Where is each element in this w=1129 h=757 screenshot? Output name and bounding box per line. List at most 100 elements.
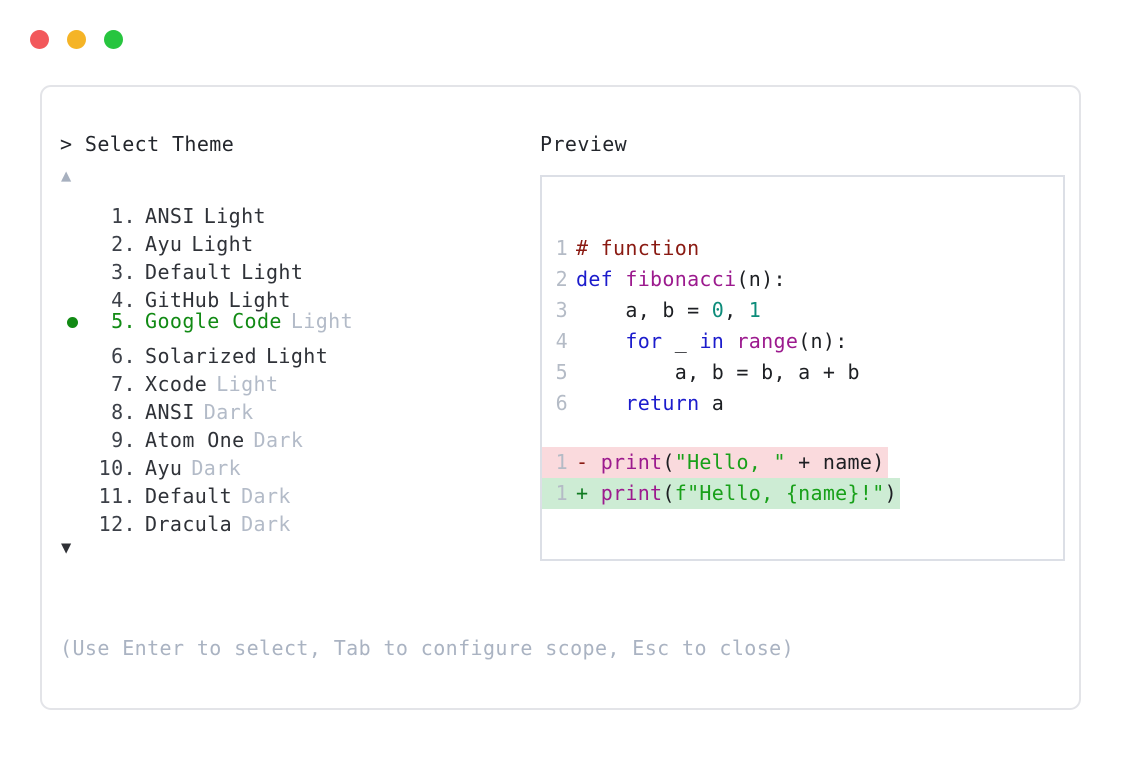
theme-item-index: 7. <box>111 372 136 396</box>
theme-item-name: Default <box>145 260 233 284</box>
code-line: 5 a, b = b, a + b <box>542 357 1063 388</box>
theme-item-name: Ayu <box>145 456 183 480</box>
theme-item-name: Atom One <box>145 428 245 452</box>
code-token: a <box>699 391 725 415</box>
bullet-placeholder <box>60 419 90 447</box>
code-line-text: # function <box>576 233 699 264</box>
theme-item-variant: Dark <box>203 400 254 424</box>
code-token <box>576 391 625 415</box>
theme-item-index: 1. <box>111 204 136 228</box>
theme-item-index: 11. <box>98 484 136 508</box>
theme-item-variant: Dark <box>241 484 291 508</box>
code-token: (n): <box>736 267 786 291</box>
bullet-placeholder <box>60 363 90 391</box>
code-token: return <box>625 391 700 415</box>
bullet-placeholder <box>60 223 90 251</box>
diff-removed-line: 1 - print("Hello, " + name) <box>542 447 888 478</box>
code-line-text: def fibonacci(n): <box>576 264 786 295</box>
minimize-window-dot[interactable] <box>67 30 86 49</box>
bullet-placeholder <box>60 391 90 419</box>
theme-item-name: Solarized <box>145 344 257 368</box>
theme-item-name: Ayu <box>145 232 183 256</box>
preview-label: Preview <box>540 132 628 156</box>
theme-item-name: Google Code <box>145 309 282 333</box>
theme-item-name: Dracula <box>145 512 233 536</box>
code-token: ) <box>884 481 897 505</box>
line-number: 1 <box>555 481 568 505</box>
code-token: fibonacci <box>625 267 737 291</box>
theme-item-variant: Light <box>216 372 279 396</box>
theme-list-item[interactable]: 10. Ayu Dark <box>60 447 530 480</box>
selected-dot-icon <box>67 317 78 328</box>
theme-item-index: 5. <box>111 309 136 333</box>
code-token: # function <box>576 236 700 260</box>
code-token: print <box>600 450 663 474</box>
code-line: 1# function <box>542 233 1063 264</box>
code-line: 4 for _ in range(n): <box>542 326 1063 357</box>
theme-item-index: 10. <box>98 456 136 480</box>
code-line-text: a, b = 0, 1 <box>576 295 761 326</box>
code-line: 3 a, b = 0, 1 <box>542 295 1063 326</box>
line-number: 5 <box>555 360 568 384</box>
code-token: ( <box>662 481 675 505</box>
bullet-placeholder <box>60 195 90 223</box>
theme-item-index: 3. <box>111 260 136 284</box>
code-token <box>724 329 736 353</box>
code-token: - <box>576 450 601 474</box>
theme-item-variant: Light <box>265 344 329 368</box>
scroll-down-arrow-icon[interactable]: ▼ <box>61 538 72 558</box>
bullet-placeholder <box>60 447 90 475</box>
diff-added-line: 1 + print(f"Hello, {name}!") <box>542 478 900 509</box>
close-window-dot[interactable] <box>30 30 49 49</box>
code-token: print <box>600 481 663 505</box>
code-token: ( <box>662 450 675 474</box>
line-number: 1 <box>555 450 568 474</box>
bullet-placeholder <box>60 279 90 307</box>
theme-list-item[interactable]: 11. Default Dark <box>60 475 530 508</box>
theme-list-item[interactable]: 3. Default Light <box>60 251 530 284</box>
bullet-placeholder <box>60 475 90 503</box>
select-theme-prompt: > Select Theme <box>60 132 235 156</box>
code-token: def <box>576 267 626 291</box>
theme-list-item[interactable]: 9. Atom One Dark <box>60 419 530 452</box>
selected-bullet-icon <box>60 309 90 337</box>
code-token: a, b = b, a + b <box>576 360 860 384</box>
theme-item-name: Default <box>145 484 233 508</box>
code-line-text: - print("Hello, " + name) <box>576 447 888 478</box>
code-line-text: a, b = b, a + b <box>576 357 860 388</box>
maximize-window-dot[interactable] <box>104 30 123 49</box>
code-token: in <box>699 329 725 353</box>
scroll-up-arrow-icon[interactable]: ▲ <box>61 166 72 186</box>
theme-item-variant: Dark <box>191 456 242 480</box>
code-token: 0 <box>711 298 725 322</box>
bullet-placeholder <box>60 503 90 531</box>
code-token: + name) <box>785 450 885 474</box>
line-number: 3 <box>555 298 568 322</box>
keyboard-hint: (Use Enter to select, Tab to configure s… <box>60 636 795 660</box>
theme-item-variant: Dark <box>253 428 304 452</box>
code-token: 1 <box>748 298 762 322</box>
code-token: + <box>576 481 601 505</box>
code-line-text: + print(f"Hello, {name}!") <box>576 478 900 509</box>
theme-item-variant: Light <box>228 288 291 312</box>
theme-item-variant: Light <box>241 260 304 284</box>
theme-item-index: 2. <box>111 232 136 256</box>
theme-item-name: GitHub <box>145 288 220 312</box>
theme-item-index: 9. <box>111 428 136 452</box>
code-token: _ <box>662 329 700 353</box>
window-controls <box>30 30 123 49</box>
